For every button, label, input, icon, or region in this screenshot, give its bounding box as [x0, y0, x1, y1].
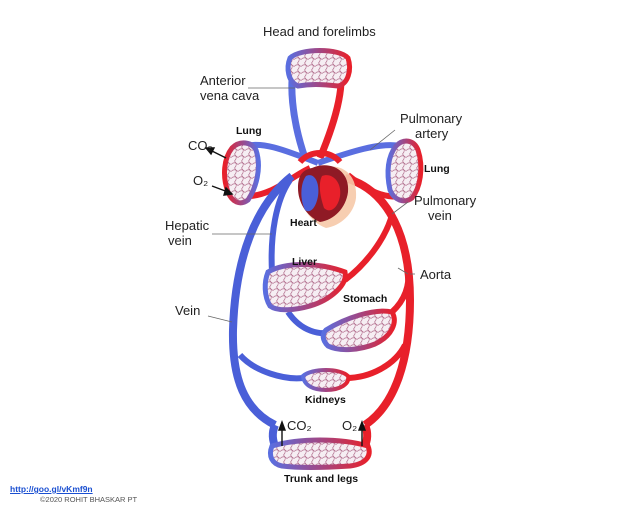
left-lung [222, 140, 261, 206]
leader-lines [207, 87, 415, 323]
label-liver: Liver [292, 256, 317, 268]
label-stomach: Stomach [343, 293, 387, 305]
source-link[interactable]: http://goo.gl/vKmf9n [10, 484, 93, 494]
label-heart: Heart [290, 217, 317, 229]
label-o2-top: O₂ [193, 173, 208, 188]
systemic-circulation [228, 172, 415, 450]
copyright-text: ©2020 ROHIT BHASKAR PT [40, 495, 138, 504]
label-o2-bottom: O₂ [342, 418, 357, 433]
label-kidneys: Kidneys [305, 394, 346, 406]
kidneys [300, 368, 351, 393]
label-pulmonary-artery-2: artery [415, 126, 449, 141]
label-trunk: Trunk and legs [284, 473, 358, 485]
label-pulmonary-vein-1: Pulmonary [414, 193, 477, 208]
label-aorta: Aorta [420, 267, 452, 282]
right-lung [385, 138, 424, 204]
label-lung-left: Lung [236, 125, 262, 137]
liver [262, 262, 348, 313]
trunk-capillaries [267, 437, 372, 470]
head-capillaries [285, 48, 353, 89]
label-anterior-vena-cava-2: vena cava [200, 88, 260, 103]
label-anterior-vena-cava-1: Anterior [200, 73, 246, 88]
label-pulmonary-artery-1: Pulmonary [400, 111, 463, 126]
label-head: Head and forelimbs [263, 24, 376, 39]
heart [297, 150, 357, 228]
stomach [320, 308, 397, 353]
label-vein: Vein [175, 303, 200, 318]
label-hepatic-vein-1: Hepatic [165, 218, 210, 233]
label-co2-top: CO₂ [188, 138, 213, 153]
gas-arrows [204, 147, 367, 446]
label-pulmonary-vein-2: vein [428, 208, 452, 223]
label-hepatic-vein-2: vein [168, 233, 192, 248]
label-lung-right: Lung [424, 163, 450, 175]
label-co2-bottom: CO₂ [287, 418, 312, 433]
